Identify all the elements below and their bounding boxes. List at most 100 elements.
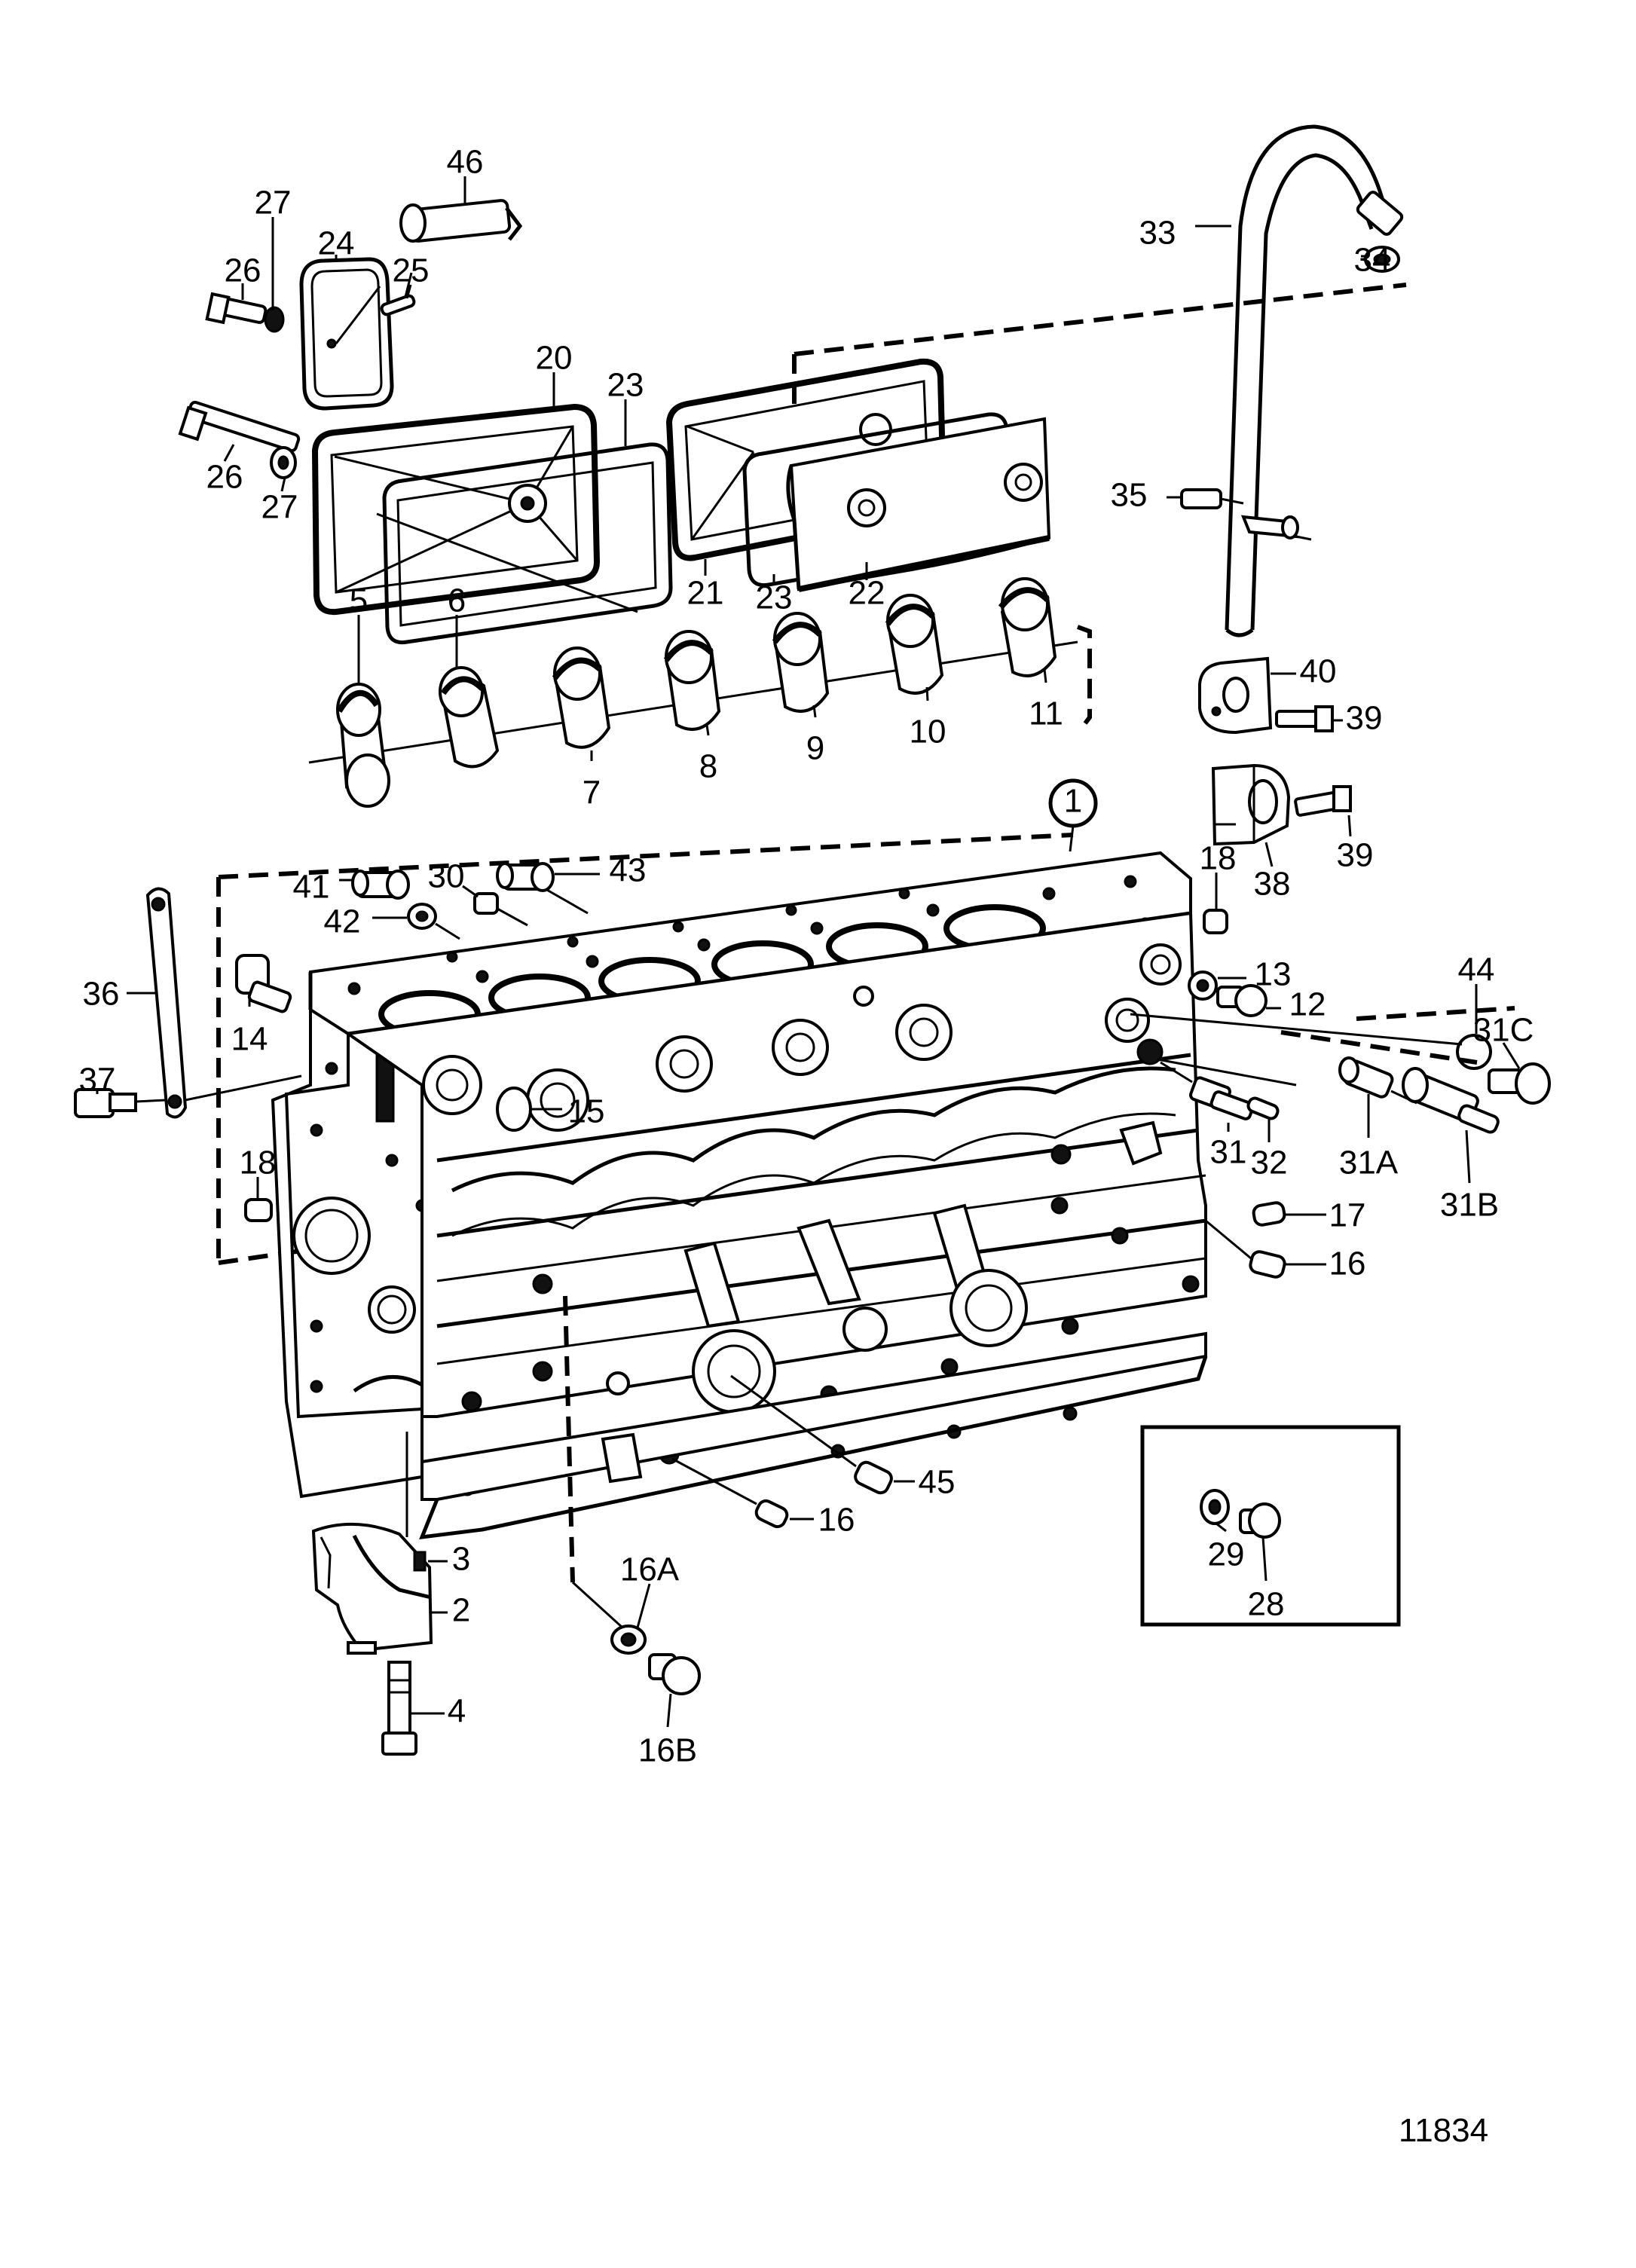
bearing-cap-2 [311,1432,448,1655]
part-label: 41 [293,869,330,906]
cover-plate-22 [786,417,1051,592]
part-label: 1 [1064,783,1082,820]
part-label: 11 [1029,695,1063,732]
part-label: 18 [240,1145,277,1181]
part-label: 24 [318,225,355,262]
dowel-14 [235,954,292,1013]
strap-36 [127,887,302,1119]
plug-15 [496,1087,562,1132]
part-label: 16B [638,1732,697,1769]
part-label: 33 [1139,215,1176,252]
pin-3 [413,1551,448,1572]
nipple-32 [1246,1096,1280,1142]
drawing-number: 11834 [1399,2112,1488,2149]
washer-27-upper [264,217,285,333]
fitting-41 [339,870,410,900]
plug-31C [1488,1042,1551,1105]
bolt-26-upper [205,283,268,325]
bearing-7 [552,646,611,761]
part-label: 12 [1289,986,1326,1023]
bearing-9 [772,612,830,718]
part-label: 40 [1300,653,1337,690]
part-label: 31A [1339,1145,1399,1181]
gasket-23-left [382,399,673,645]
engine-block-1 [216,833,1208,1540]
pin-25 [380,284,416,316]
part-label: 23 [756,579,793,616]
bracket-38 [1211,763,1291,867]
part-label: 5 [350,582,368,619]
part-label: 46 [447,144,484,181]
part-label: 31C [1473,1012,1534,1049]
washer-42 [372,903,460,940]
part-label: 30 [428,858,465,895]
part-label: 20 [536,340,573,377]
plug-12 [1216,984,1281,1017]
part-label: 15 [568,1093,605,1130]
part-label: 16A [620,1551,680,1588]
bearing-10 [885,594,944,701]
screw-35 [1167,488,1244,509]
part-label: 18 [1200,840,1237,877]
bolt-4 [381,1661,445,1756]
cover-20-with-gaskets [311,372,601,616]
part-label: 38 [1254,866,1291,903]
part-label: 2 [452,1592,470,1629]
part-label: 7 [583,775,601,812]
part-label: 4 [448,1693,466,1730]
part-label: 21 [687,575,724,612]
sleeve-17 [1252,1201,1326,1227]
part-label: 10 [910,714,946,750]
valve-31 [1160,1061,1255,1132]
part-label: 29 [1208,1536,1245,1573]
part-label: 31B [1440,1187,1499,1224]
part-label: 43 [610,852,647,889]
part-label: 27 [261,489,298,526]
inset-box [1140,1425,1401,1627]
part-label: 25 [393,252,430,289]
part-label: 36 [83,976,120,1013]
part-label: 13 [1255,956,1292,993]
part-label: 8 [699,748,717,785]
part-label: 37 [79,1062,116,1099]
part-label: 27 [255,185,292,222]
bearing-5 [336,615,390,808]
part-label: 23 [607,367,644,404]
part-label: 26 [225,252,261,289]
bearing-6 [439,615,500,769]
plug-45 [730,1374,915,1495]
plug-16B [648,1653,701,1728]
part-label: 42 [324,903,361,940]
part-label: 14 [231,1021,268,1058]
part-label: 39 [1346,700,1383,737]
bolt-26-lower [178,400,301,462]
sender-31B [1402,1067,1500,1184]
part-label: 22 [849,575,885,612]
part-label: 6 [448,582,466,619]
part-label: 16 [1329,1246,1366,1282]
plug-30 [462,885,528,927]
cover-plate-24 [299,255,394,411]
fitting-43 [496,862,600,915]
tube-part-46 [399,176,523,243]
part-label: 17 [1329,1197,1366,1234]
clamp-34 [1361,246,1400,273]
part-label: 28 [1248,1586,1285,1623]
part-label: 34 [1354,242,1391,279]
adapter-31A [1338,1056,1417,1138]
part-label: 39 [1337,837,1374,874]
part-label: 9 [806,730,824,767]
part-label: 32 [1251,1145,1288,1181]
part-label: 16 [818,1502,855,1539]
bearing-8 [663,630,721,736]
part-label: 45 [919,1464,956,1501]
part-label: 31 [1210,1134,1247,1171]
plug-16-right [1205,1219,1326,1279]
dipstick-tube-33 [1195,124,1404,637]
part-label: 35 [1111,477,1148,514]
washer-16A [610,1583,651,1655]
washer-27-lower [270,446,297,492]
screw-39-upper [1275,705,1343,732]
